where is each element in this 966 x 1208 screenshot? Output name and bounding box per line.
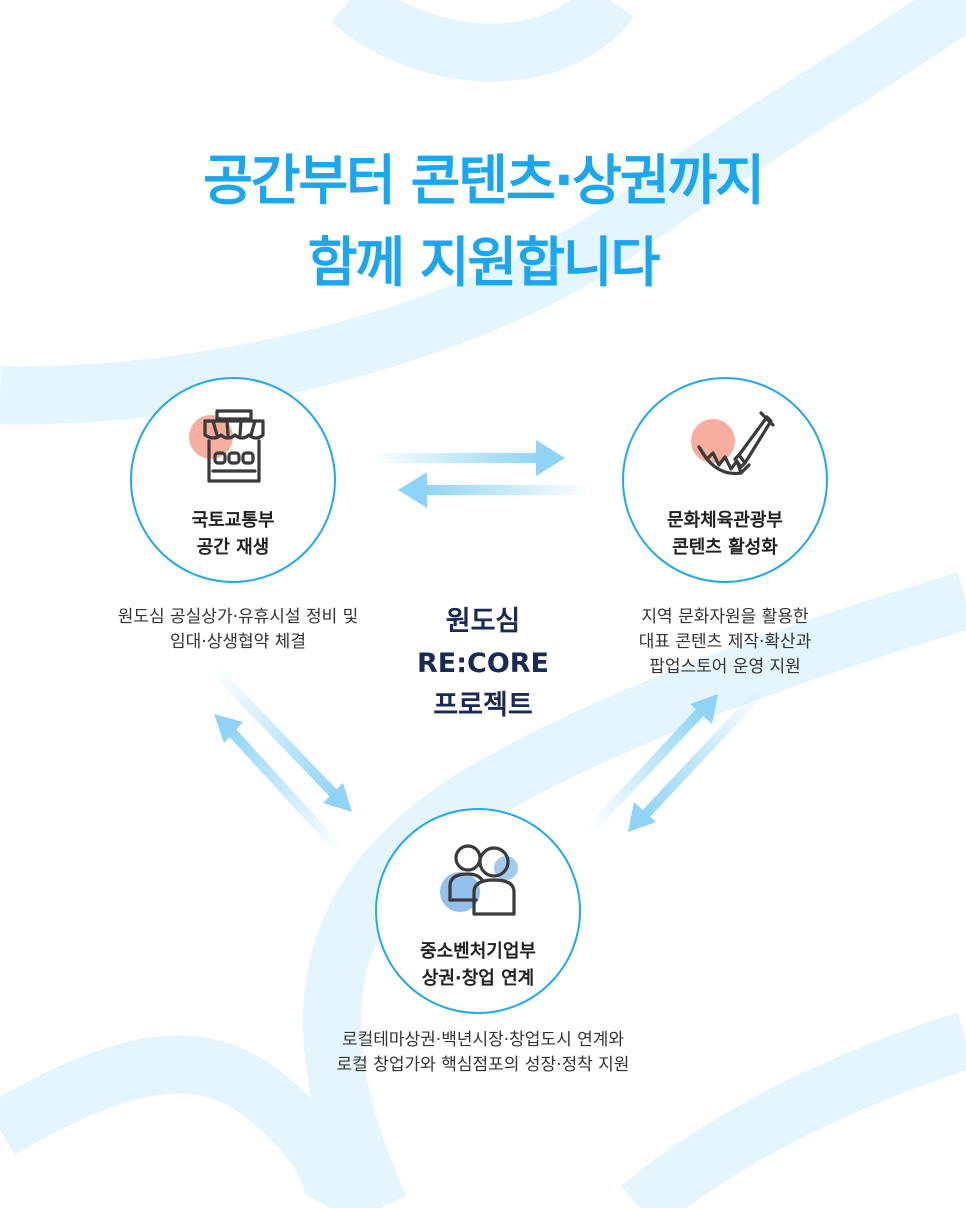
page-title: 공간부터 콘텐츠·상권까지 함께 지원합니다 bbox=[0, 140, 966, 304]
node-description-land: 원도심 공실상가·유휴시설 정비 및 임대·상생협약 체결 bbox=[85, 605, 391, 655]
description-line: 원도심 공실상가·유휴시설 정비 및 bbox=[117, 607, 359, 627]
description-line: 대표 콘텐츠 제작·확산과 bbox=[638, 632, 812, 652]
people-icon bbox=[440, 844, 518, 916]
title-line-1: 공간부터 콘텐츠·상권까지 bbox=[203, 149, 765, 212]
description-line: 임대·상생협약 체결 bbox=[170, 632, 306, 652]
project-title-line-3: 프로젝트 bbox=[433, 690, 533, 721]
ministry-name: 중소벤처기업부 bbox=[420, 941, 536, 962]
description-line: 지역 문화자원을 활용한 bbox=[641, 607, 809, 627]
paintbrush-icon bbox=[691, 411, 775, 476]
project-title: 원도심 RE:CORE 프로젝트 bbox=[383, 601, 583, 727]
node-label: 중소벤처기업부 상권·창업 연계 bbox=[377, 938, 579, 992]
storefront-icon bbox=[189, 409, 265, 483]
project-title-line-1: 원도심 bbox=[445, 606, 521, 637]
title-line-2: 함께 지원합니다 bbox=[307, 231, 661, 294]
description-line: 로컬테마상권·백년시장·창업도시 연계와 bbox=[341, 1030, 625, 1050]
node-culture-ministry: 문화체육관광부 콘텐츠 활성화 bbox=[622, 377, 828, 583]
node-land-ministry: 국토교통부 공간 재생 bbox=[130, 377, 336, 583]
node-sme-ministry: 중소벤처기업부 상권·창업 연계 bbox=[375, 808, 581, 1014]
project-title-line-2: RE:CORE bbox=[416, 648, 550, 679]
description-line: 로컬 창업가와 핵심점포의 성장·정착 지원 bbox=[336, 1055, 630, 1075]
role-name: 콘텐츠 활성화 bbox=[672, 537, 778, 558]
role-name: 상권·창업 연계 bbox=[421, 968, 535, 989]
node-description-sme: 로컬테마상권·백년시장·창업도시 연계와 로컬 창업가와 핵심점포의 성장·정착… bbox=[283, 1028, 683, 1078]
ministry-name: 국토교통부 bbox=[191, 510, 275, 531]
node-description-culture: 지역 문화자원을 활용한 대표 콘텐츠 제작·확산과 팝업스토어 운영 지원 bbox=[600, 605, 850, 680]
node-label: 국토교통부 공간 재생 bbox=[132, 507, 334, 561]
description-line: 팝업스토어 운영 지원 bbox=[649, 657, 801, 677]
ministry-name: 문화체육관광부 bbox=[667, 510, 783, 531]
node-label: 문화체육관광부 콘텐츠 활성화 bbox=[624, 507, 826, 561]
role-name: 공간 재생 bbox=[196, 537, 270, 558]
